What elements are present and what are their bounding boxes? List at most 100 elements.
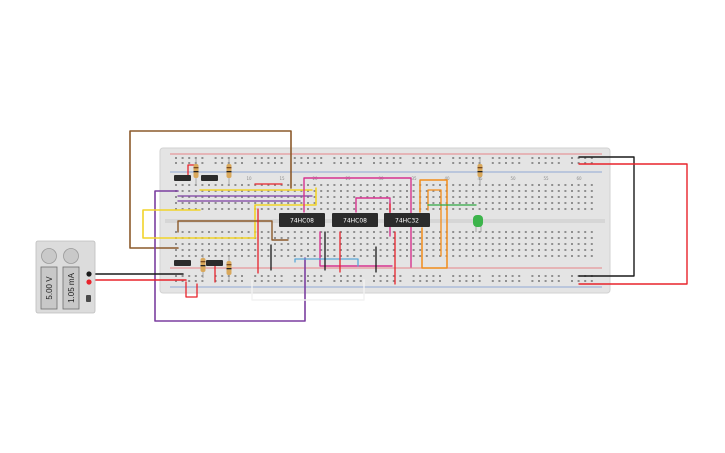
breadboard-hole[interactable]	[557, 237, 560, 239]
breadboard-hole[interactable]	[590, 231, 593, 233]
breadboard-hole[interactable]	[544, 249, 547, 251]
breadboard-hole[interactable]	[307, 249, 309, 251]
breadboard-hole[interactable]	[524, 243, 527, 245]
breadboard-hole[interactable]	[465, 231, 468, 233]
breadboard-hole[interactable]	[333, 231, 336, 233]
breadboard-hole[interactable]	[544, 184, 547, 186]
breadboard-hole[interactable]	[472, 157, 474, 159]
breadboard-hole[interactable]	[518, 237, 521, 239]
breadboard-hole[interactable]	[584, 208, 587, 210]
breadboard-hole[interactable]	[439, 280, 441, 282]
wire-white[interactable]	[251, 279, 365, 301]
breadboard-hole[interactable]	[333, 237, 336, 239]
breadboard-hole[interactable]	[346, 231, 349, 233]
breadboard-hole[interactable]	[346, 237, 349, 239]
breadboard-hole[interactable]	[419, 237, 422, 239]
breadboard-hole[interactable]	[571, 280, 573, 282]
breadboard-hole[interactable]	[274, 202, 276, 204]
breadboard-hole[interactable]	[491, 162, 494, 164]
breadboard-hole[interactable]	[260, 157, 263, 159]
breadboard-hole[interactable]	[557, 249, 560, 251]
breadboard-hole[interactable]	[465, 243, 468, 245]
breadboard-hole[interactable]	[432, 231, 435, 233]
slide-switch[interactable]	[206, 260, 223, 266]
breadboard-hole[interactable]	[439, 255, 441, 257]
breadboard-hole[interactable]	[518, 190, 521, 192]
breadboard-hole[interactable]	[571, 184, 573, 186]
breadboard-hole[interactable]	[518, 184, 521, 186]
breadboard-hole[interactable]	[472, 196, 474, 198]
slide-switch[interactable]	[174, 175, 191, 181]
breadboard-hole[interactable]	[439, 231, 441, 233]
breadboard-hole[interactable]	[439, 275, 441, 277]
breadboard-hole[interactable]	[280, 231, 283, 233]
breadboard-hole[interactable]	[544, 237, 547, 239]
breadboard-hole[interactable]	[551, 196, 554, 198]
breadboard-hole[interactable]	[247, 255, 250, 257]
breadboard-hole[interactable]	[386, 162, 389, 164]
breadboard-hole[interactable]	[425, 275, 428, 277]
breadboard-hole[interactable]	[590, 237, 593, 239]
breadboard-hole[interactable]	[505, 184, 507, 186]
breadboard-hole[interactable]	[557, 184, 560, 186]
breadboard-hole[interactable]	[432, 208, 435, 210]
breadboard-hole[interactable]	[452, 162, 455, 164]
breadboard-hole[interactable]	[320, 237, 323, 239]
breadboard-hole[interactable]	[465, 208, 468, 210]
breadboard-hole[interactable]	[201, 280, 204, 282]
breadboard-hole[interactable]	[280, 275, 283, 277]
voltage-knob[interactable]	[41, 248, 57, 264]
breadboard-hole[interactable]	[201, 162, 204, 164]
breadboard-hole[interactable]	[432, 196, 435, 198]
breadboard-hole[interactable]	[267, 231, 270, 233]
breadboard-hole[interactable]	[511, 243, 514, 245]
breadboard-hole[interactable]	[320, 202, 323, 204]
breadboard-hole[interactable]	[274, 275, 276, 277]
breadboard-hole[interactable]	[452, 196, 455, 198]
breadboard-hole[interactable]	[353, 202, 356, 204]
breadboard-hole[interactable]	[412, 196, 415, 198]
breadboard-hole[interactable]	[227, 196, 230, 198]
breadboard-hole[interactable]	[353, 280, 356, 282]
breadboard-hole[interactable]	[531, 196, 534, 198]
breadboard-hole[interactable]	[260, 249, 263, 251]
breadboard-hole[interactable]	[505, 208, 507, 210]
breadboard-hole[interactable]	[254, 196, 257, 198]
breadboard-hole[interactable]	[498, 249, 501, 251]
breadboard-hole[interactable]	[366, 190, 369, 192]
breadboard-hole[interactable]	[392, 237, 395, 239]
breadboard-hole[interactable]	[531, 208, 534, 210]
wire-red-top-1[interactable]	[187, 164, 197, 176]
breadboard-hole[interactable]	[340, 249, 342, 251]
breadboard-hole[interactable]	[373, 280, 375, 282]
breadboard-hole[interactable]	[346, 208, 349, 210]
wire-orange-inner[interactable]	[427, 189, 442, 257]
breadboard-hole[interactable]	[234, 157, 237, 159]
breadboard-hole[interactable]	[485, 243, 488, 245]
breadboard-hole[interactable]	[392, 202, 395, 204]
breadboard-hole[interactable]	[584, 231, 587, 233]
breadboard-hole[interactable]	[234, 208, 237, 210]
breadboard-hole[interactable]	[452, 231, 455, 233]
breadboard-hole[interactable]	[188, 275, 191, 277]
breadboard-hole[interactable]	[485, 202, 488, 204]
breadboard-hole[interactable]	[392, 162, 395, 164]
breadboard-hole[interactable]	[287, 208, 290, 210]
breadboard-hole[interactable]	[234, 275, 237, 277]
breadboard-hole[interactable]	[307, 157, 309, 159]
breadboard-hole[interactable]	[181, 231, 184, 233]
breadboard-hole[interactable]	[201, 275, 204, 277]
breadboard-hole[interactable]	[498, 162, 501, 164]
breadboard-hole[interactable]	[524, 231, 527, 233]
breadboard-hole[interactable]	[300, 184, 303, 186]
breadboard-hole[interactable]	[544, 208, 547, 210]
breadboard-hole[interactable]	[221, 190, 224, 192]
breadboard-hole[interactable]	[505, 196, 507, 198]
breadboard-hole[interactable]	[175, 162, 177, 164]
breadboard-hole[interactable]	[254, 275, 257, 277]
breadboard-hole[interactable]	[432, 162, 435, 164]
breadboard-hole[interactable]	[505, 202, 507, 204]
wire-magenta-low[interactable]	[319, 231, 393, 267]
breadboard-hole[interactable]	[425, 190, 428, 192]
breadboard-hole[interactable]	[584, 190, 587, 192]
